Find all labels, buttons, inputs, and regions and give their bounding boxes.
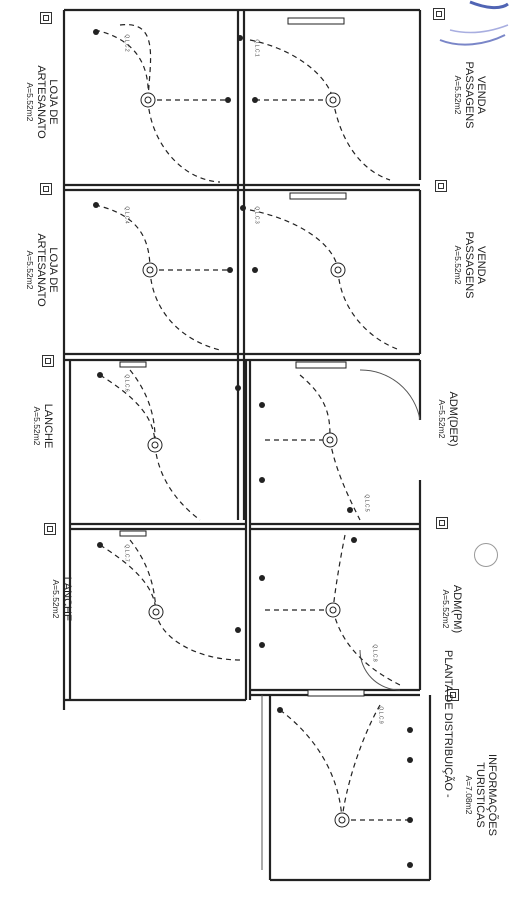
panel-tag: Q.L.C.1 — [253, 39, 260, 57]
panel-tag: Q.L.C.4 — [123, 206, 130, 224]
room-name: VENDA PASSAGENS — [463, 61, 487, 129]
room-label-adm-der: ADM(DER) A=5.52m2 — [431, 384, 459, 454]
outer-walls — [62, 8, 422, 710]
room-number-box — [40, 12, 52, 24]
room-area: A=5.52m2 — [453, 75, 463, 115]
stamp-logo — [439, 0, 509, 46]
outlets — [93, 29, 413, 868]
door-swings — [359, 369, 421, 691]
room-number-box — [40, 183, 52, 195]
room-label-venda2: VENDA PASSAGENS A=5.52m2 — [447, 222, 487, 308]
room-name: LOJA DE ARTESANATO — [35, 65, 59, 139]
panel-tag: Q.L.C.8 — [371, 644, 378, 662]
room-number-box — [447, 689, 459, 701]
room-area: A=5.52m2 — [51, 579, 61, 619]
room-label-loja1: LOJA DE ARTESANATO A=5.52m2 — [19, 59, 59, 145]
title-symbol — [474, 543, 498, 567]
room-name: LOJA DE ARTESANATO — [35, 233, 59, 307]
panel-tag: Q.L.C.5 — [363, 494, 370, 512]
electrical-panels — [119, 17, 365, 697]
panel-tag: Q.L.C.3 — [253, 206, 260, 224]
room-label-adm-pm: ADM(PM) A=5.52m2 — [435, 574, 463, 644]
room-label-loja2: LOJA DE ARTESANATO A=5.52m2 — [19, 227, 59, 313]
room-label-info: INFORMAÇÕES TURISTICAS A=7.08m2 — [458, 747, 498, 843]
room-label-venda1: VENDA PASSAGENS A=5.52m2 — [447, 52, 487, 138]
room-area: A=5.52m2 — [32, 406, 42, 446]
room-area: A=7.08m2 — [464, 775, 474, 815]
room-name: LANCHE — [42, 403, 54, 449]
panel-tag: Q.L.C.7 — [123, 544, 130, 562]
room-name: ADM(PM) — [451, 584, 463, 634]
panel-tag: Q.L.C.2 — [123, 34, 130, 52]
room-name: INFORMAÇÕES TURISTICAS — [474, 754, 498, 836]
room-number-box — [433, 8, 445, 20]
room-area: A=5.52m2 — [25, 250, 35, 290]
room-number-box — [435, 180, 447, 192]
room-dividers — [64, 183, 432, 882]
panel-tag: Q.L.C.9 — [377, 706, 384, 724]
room-name: LANCHE — [61, 576, 73, 622]
room-number-box — [436, 517, 448, 529]
room-name: ADM(DER) — [447, 391, 459, 447]
room-number-box — [42, 355, 54, 367]
room-area: A=5.52m2 — [441, 589, 451, 629]
drawing-title: PLANTA DE DISTRIBUIÇÃO - — [442, 650, 454, 798]
room-area: A=5.52m2 — [437, 399, 447, 439]
panel-tag: Q.L.C.6 — [123, 374, 130, 392]
room-area: A=5.52m2 — [453, 245, 463, 285]
room-label-lanche1: LANCHE A=5.52m2 — [26, 391, 54, 461]
room-area: A=5.52m2 — [25, 82, 35, 122]
room-label-lanche2: LANCHE A=5.52m2 — [45, 564, 73, 634]
room-name: VENDA PASSAGENS — [463, 231, 487, 299]
light-fixtures — [140, 92, 350, 828]
room-number-box — [44, 523, 56, 535]
